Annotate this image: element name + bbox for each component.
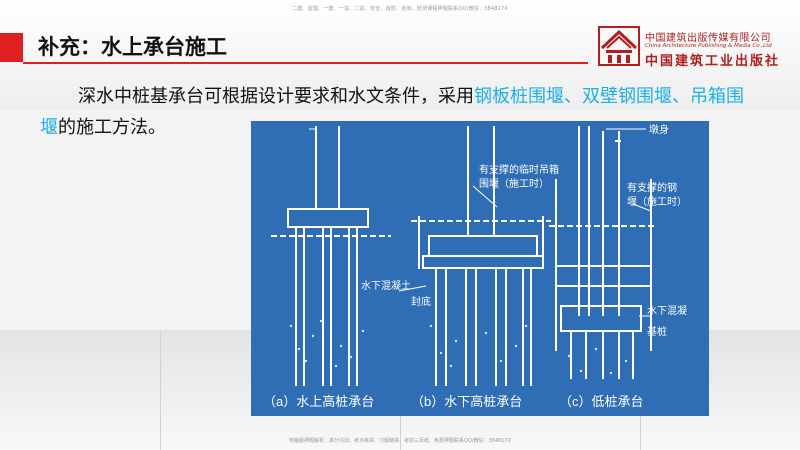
body-paragraph: 深水中桩基承台可根据设计要求和水文条件，采用钢板桩围堰、双壁钢围堰、吊箱围堰的施… <box>40 81 760 143</box>
caption-a: （a）水上高桩承台 <box>263 394 374 409</box>
bottom-watermark-note: 电脑版押题解析、高分内训、考点串讲、习题精讲、考前三页纸、免费押题联系QQ/微信… <box>288 438 512 444</box>
publisher-logo-icon <box>598 26 640 66</box>
title-accent-bar <box>0 33 23 62</box>
label-concrete-c: 水下混凝 <box>647 305 687 317</box>
background-top <box>0 0 800 110</box>
top-watermark-note: 二建、监理、一建、一造、二造、安全、消防、咨询、检测课程押题联系QQ/微信：38… <box>291 6 509 12</box>
body-text-after: 的施工方法。 <box>58 117 166 138</box>
body-highlight: 钢板桩围堰、双壁钢围堰、吊箱围堰 <box>40 86 744 138</box>
caption-c: （c）低桩承台 <box>559 394 644 409</box>
label-concrete-b-2: 封底 <box>411 295 431 308</box>
page-title: 补充：水上承台施工 <box>38 35 227 59</box>
label-temp-box-2: 围堰（施工时） <box>479 177 549 190</box>
label-temp-box-1: 有支撑的临时吊箱 <box>479 163 559 176</box>
body-text-before: 深水中桩基承台可根据设计要求和水文条件，采用 <box>78 86 474 107</box>
label-pile: 基桩 <box>647 325 667 338</box>
caption-b: （b）水下高桩承台 <box>411 394 522 409</box>
label-steel-2: 堰（施工时） <box>627 195 687 208</box>
label-pier: 墩身 <box>649 123 669 136</box>
publisher-name-en: China Architecture Publishing & Media Co… <box>645 43 772 49</box>
label-steel-1: 有支撑的钢 <box>627 181 677 194</box>
publisher-name-cn: 中国建筑出版传媒有限公司 <box>645 33 771 44</box>
title-underline <box>23 62 588 64</box>
label-concrete-b-1: 水下混凝土 <box>361 279 411 292</box>
pile-cap-diagram: （a）水上高桩承台 （b）水下高桩承台 （c）低桩承台 有支撑的临时吊箱 围堰（… <box>251 121 709 416</box>
floor-line <box>160 330 161 450</box>
publisher-name-calligraphy: 中国建筑工业出版社 <box>645 54 781 69</box>
